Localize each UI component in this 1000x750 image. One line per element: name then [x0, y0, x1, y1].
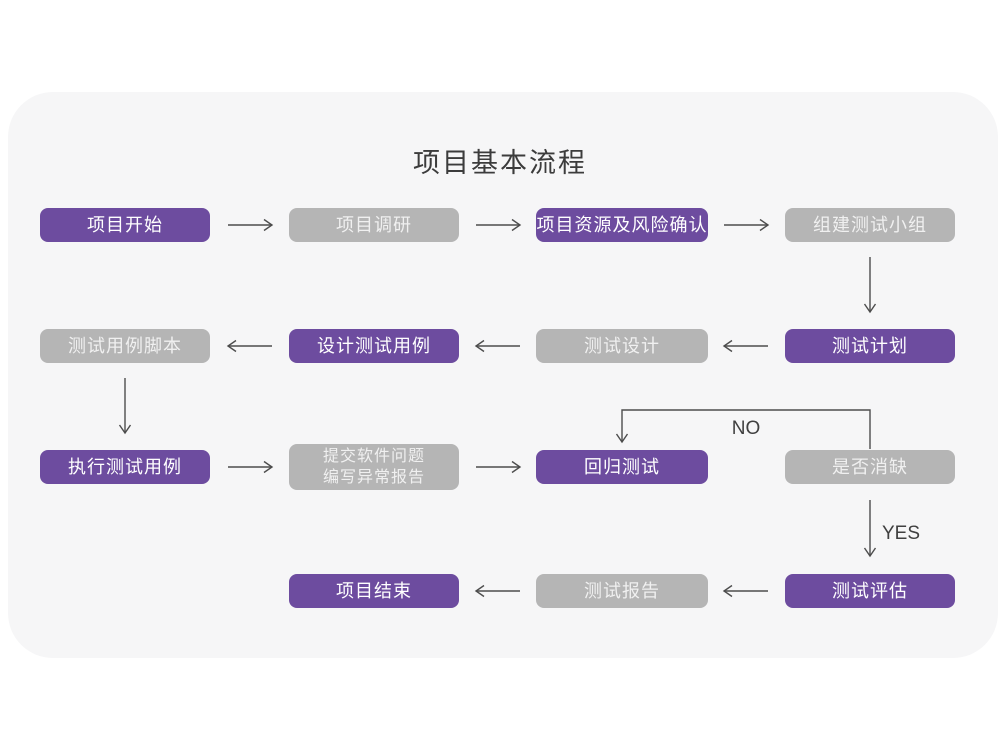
node-build-test-team: 组建测试小组 [785, 208, 955, 242]
node-project-research: 项目调研 [289, 208, 459, 242]
flowchart-card [8, 92, 998, 658]
node-test-design: 测试设计 [536, 329, 708, 363]
node-label: 测试设计 [584, 336, 660, 356]
node-label: 项目资源及风险确认 [536, 215, 708, 235]
node-execute-test-case: 执行测试用例 [40, 450, 210, 484]
node-test-case-script: 测试用例脚本 [40, 329, 210, 363]
node-label-line1: 提交软件问题 [322, 448, 425, 465]
node-label: 测试报告 [584, 581, 660, 601]
node-regression-test: 回归测试 [536, 450, 708, 484]
node-label: 设计测试用例 [317, 336, 431, 356]
node-test-evaluate: 测试评估 [785, 574, 955, 608]
node-label: 项目调研 [336, 215, 412, 235]
node-design-test-case: 设计测试用例 [289, 329, 459, 363]
node-test-plan: 测试计划 [785, 329, 955, 363]
node-label: 回归测试 [584, 457, 660, 477]
node-label: 组建测试小组 [813, 215, 927, 235]
node-test-report: 测试报告 [536, 574, 708, 608]
node-defect-resolved-check: 是否消缺 [785, 450, 955, 484]
page-title: 项目基本流程 [413, 148, 587, 178]
node-submit-issue-report: 提交软件问题 编写异常报告 [289, 444, 459, 490]
node-project-end: 项目结束 [289, 574, 459, 608]
node-label-line2: 编写异常报告 [322, 469, 425, 486]
node-project-start: 项目开始 [40, 208, 210, 242]
node-label: 执行测试用例 [68, 457, 182, 477]
node-label: 是否消缺 [832, 457, 908, 477]
node-resource-risk-confirm: 项目资源及风险确认 [536, 208, 708, 242]
node-label: 项目开始 [87, 215, 163, 235]
node-label: 测试用例脚本 [68, 336, 182, 356]
node-label: 测试计划 [832, 336, 908, 356]
node-label: 项目结束 [336, 581, 412, 601]
node-label: 测试评估 [832, 581, 908, 601]
